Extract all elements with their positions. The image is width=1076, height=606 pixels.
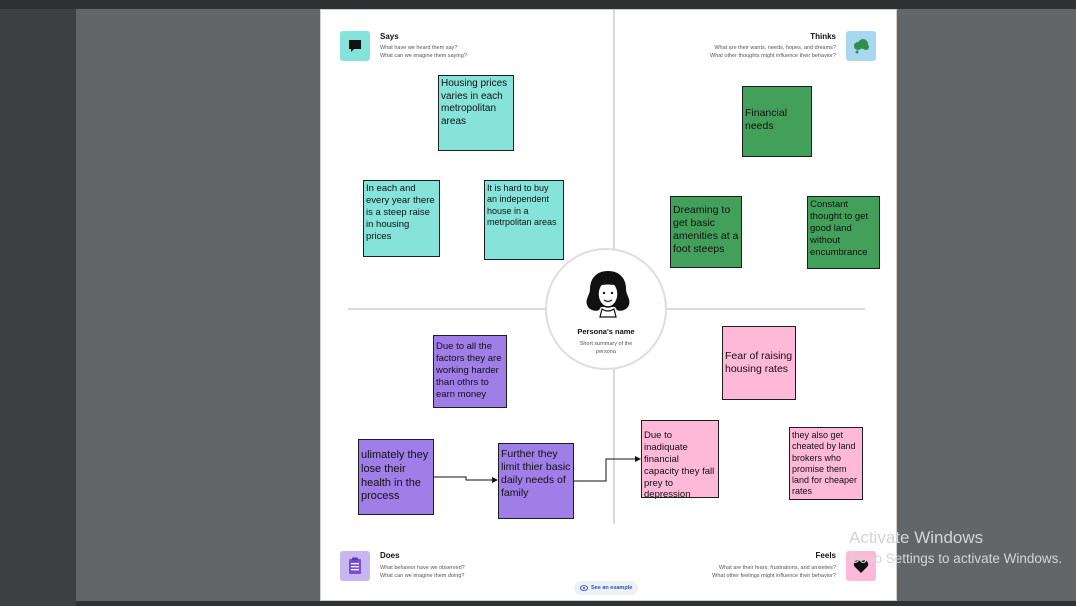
empathy-map-board[interactable]: Says What have we heard them say?What ca…	[320, 9, 897, 601]
sticky-note-thinks-1[interactable]: Financial needs	[742, 86, 812, 157]
activate-windows-watermark: Activate Windows Go to Settings to activ…	[849, 528, 1062, 566]
watermark-title: Activate Windows	[849, 528, 984, 547]
watermark-subtitle: Go to Settings to activate Windows.	[849, 551, 1063, 566]
eye-icon	[580, 585, 588, 591]
bottom-bar	[76, 601, 1076, 606]
sticky-note-thinks-2[interactable]: Dreaming to get basic amenities at a foo…	[670, 196, 742, 268]
does-subtitle: What behavior have we observed?What can …	[380, 565, 465, 579]
persona-circle[interactable]: Persona's name Short summary of the pers…	[545, 248, 667, 370]
thinks-subtitle: What are their wants, needs, hopes, and …	[710, 45, 836, 59]
feels-subtitle: What are their fears, frustrations, and …	[712, 565, 836, 579]
clipboard-icon	[340, 551, 370, 581]
sticky-note-says-3[interactable]: It is hard to buy an independent house i…	[484, 180, 564, 260]
feels-title: Feels	[815, 551, 836, 560]
does-title: Does	[380, 551, 400, 560]
says-subtitle: What have we heard them say?What can we …	[380, 45, 467, 59]
see-example-button[interactable]: See an example	[574, 581, 639, 595]
says-title: Says	[380, 32, 399, 41]
heart-icon	[846, 551, 876, 581]
persona-avatar-icon	[586, 271, 630, 318]
persona-name: Persona's name	[577, 327, 635, 336]
left-panel	[0, 9, 76, 606]
arrow-connector	[574, 456, 641, 482]
sticky-note-feels-3[interactable]: they also get cheated by land brokers wh…	[789, 427, 863, 500]
sticky-note-says-1[interactable]: Housing prices varies in each metropolit…	[438, 75, 514, 151]
sticky-note-says-2[interactable]: In each and every year there is a steep …	[363, 180, 440, 257]
thinks-title: Thinks	[810, 32, 836, 41]
sticky-note-does-1[interactable]: Due to all the factors they are working …	[433, 335, 507, 408]
arrow-connector	[434, 476, 498, 483]
sticky-note-feels-1[interactable]: Fear of raising housing rates	[722, 326, 796, 400]
sticky-note-does-3[interactable]: Further they limit thier basic daily nee…	[498, 443, 574, 519]
persona-summary: Short summary of the persona	[579, 341, 633, 355]
sticky-note-feels-2[interactable]: Due to inadiquate financial capacity the…	[641, 420, 719, 500]
sticky-note-thinks-3[interactable]: Constant thought to get good land withou…	[807, 196, 880, 269]
thought-cloud-icon	[846, 31, 876, 61]
sticky-note-does-2[interactable]: ulimately they lose their health in the …	[358, 439, 434, 515]
top-bar	[0, 0, 1076, 9]
see-example-label: See an example	[591, 585, 633, 591]
connector-arrows	[434, 456, 641, 483]
speech-bubble-icon	[340, 31, 370, 61]
